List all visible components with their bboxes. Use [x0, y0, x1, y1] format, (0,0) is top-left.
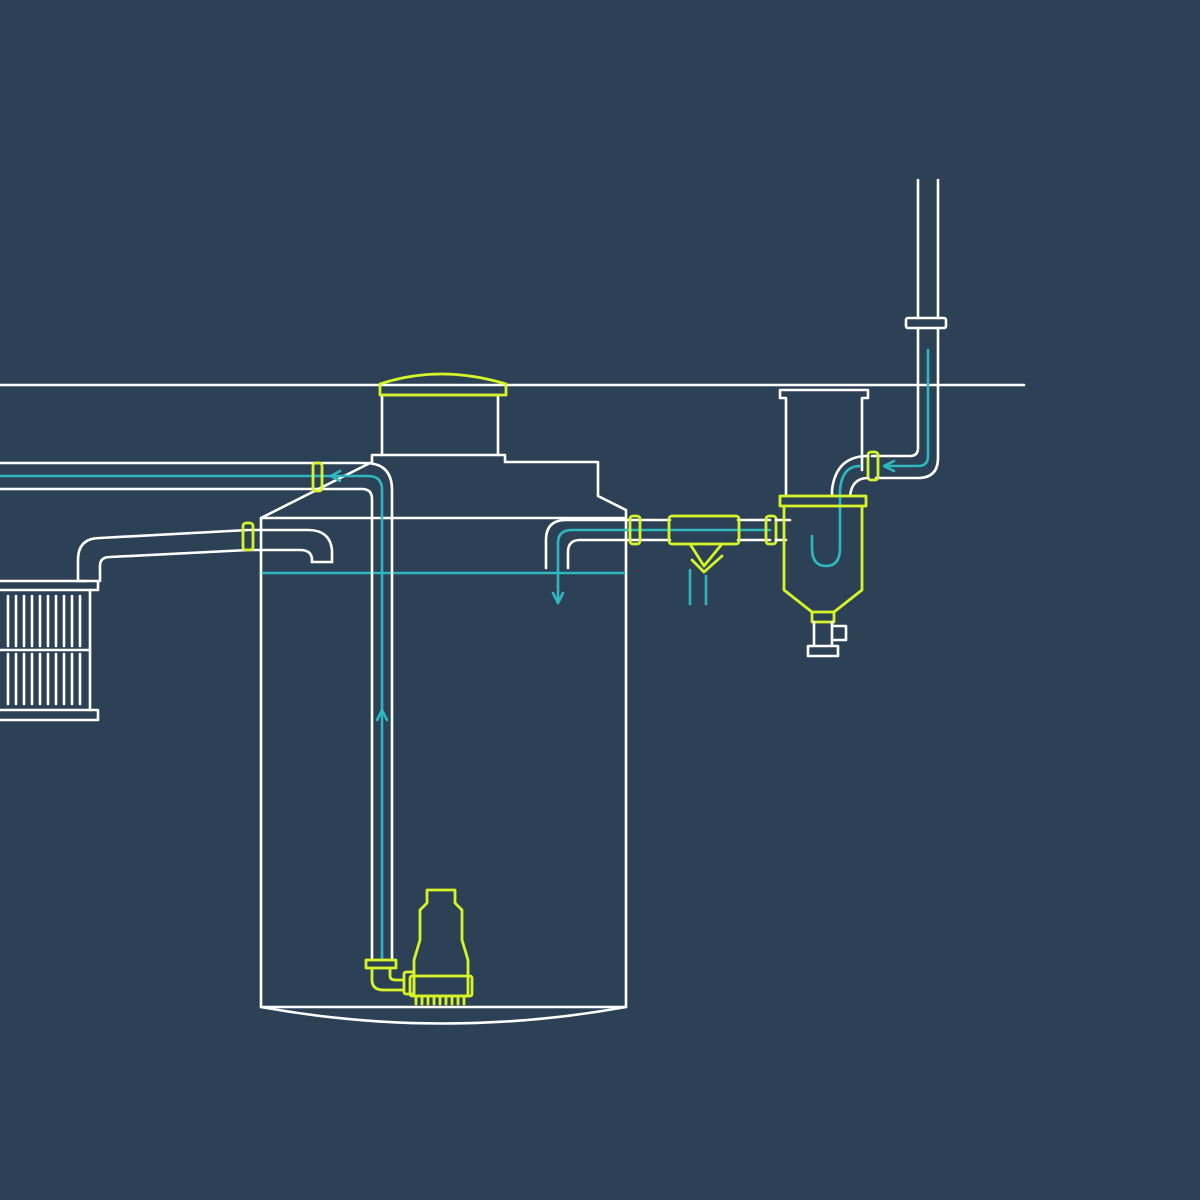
y-filter [667, 514, 741, 606]
infiltration-crate [0, 579, 100, 722]
pump-riser-pipe [311, 461, 394, 962]
inflow-pipe [544, 514, 792, 605]
tank-lid [378, 372, 508, 397]
downpipe [866, 178, 948, 482]
supply-pipe [0, 461, 342, 491]
submersible-pump [364, 888, 474, 1006]
overflow-pipe [76, 521, 334, 583]
drain-trap [778, 388, 870, 658]
